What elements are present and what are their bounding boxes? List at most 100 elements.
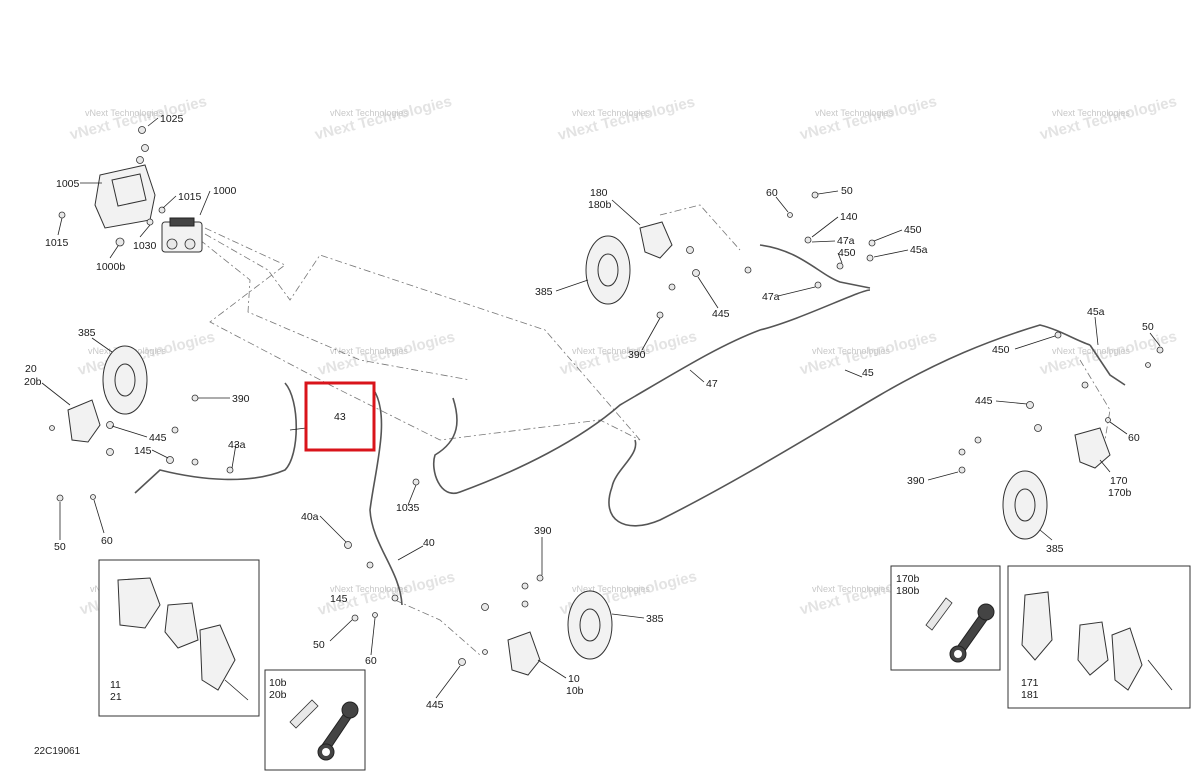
brake-line-45 — [608, 324, 1091, 527]
callout-385: 385 — [78, 327, 96, 339]
callout-47: 47 — [706, 378, 718, 390]
watermark-text: vNext Technologies — [85, 108, 163, 118]
bleeder-icon — [1156, 346, 1164, 354]
bolt-icon — [668, 283, 676, 291]
leader-line — [91, 337, 113, 353]
leader-line — [151, 449, 169, 459]
leader-line — [811, 240, 836, 243]
leader-line — [57, 217, 63, 236]
callout-50: 50 — [313, 639, 325, 651]
fitting-icon — [366, 561, 374, 569]
clip-icon — [412, 478, 420, 486]
watermark-text: vNext Technologies — [572, 584, 650, 594]
brake-line-47a — [759, 244, 871, 289]
inset-bleeder-left: 10b 20b — [264, 669, 366, 771]
brake-line-40 — [369, 391, 403, 606]
leader-line — [1014, 335, 1056, 350]
highlight-box[interactable] — [304, 381, 376, 452]
bolt-icon — [521, 582, 529, 590]
abs-module-connector — [169, 217, 195, 227]
bleeder-valve-icon — [925, 597, 953, 631]
callout-385: 385 — [535, 286, 553, 298]
brake-caliper — [67, 399, 101, 443]
fitting-icon — [191, 458, 199, 466]
callout-50: 50 — [54, 541, 66, 553]
leader-line — [775, 196, 789, 213]
fitting-icon — [344, 541, 352, 549]
callout-1025: 1025 — [160, 113, 184, 125]
reference-line — [1079, 359, 1111, 441]
washer-icon — [49, 425, 55, 431]
abs-bracket-face — [111, 173, 147, 207]
leader-line — [837, 252, 843, 264]
watermarks: vNext Technologies vNext Technologies vN… — [68, 93, 1179, 619]
bleeder-cap-icon — [977, 603, 995, 621]
watermark-text: vNext Technologies — [1052, 108, 1130, 118]
leader-line — [817, 190, 839, 195]
fitting-icon — [744, 266, 752, 274]
reference-line — [204, 227, 641, 441]
bolt-icon — [686, 246, 694, 254]
watermark-text: vNext Technologies — [330, 108, 408, 118]
callout-145: 145 — [134, 445, 152, 457]
callout-1000b: 1000b — [96, 261, 125, 273]
bolt-icon — [536, 574, 544, 582]
inset-label: 20b — [269, 689, 287, 701]
inset-label: 171 — [1021, 677, 1039, 689]
brake-disc-hub — [1014, 488, 1036, 522]
watermark-text: vNext Technologies — [1038, 93, 1179, 144]
fitting-icon — [226, 466, 234, 474]
callout-10: 10 — [568, 673, 580, 685]
callout-20: 20 — [25, 363, 37, 375]
callout-385: 385 — [646, 613, 664, 625]
brake-line-43a — [134, 382, 298, 494]
fitting-icon — [1054, 331, 1062, 339]
bolt-icon — [171, 426, 179, 434]
bolt-icon — [458, 658, 466, 666]
leader-line — [777, 286, 816, 297]
fitting-icon — [1081, 381, 1089, 389]
bleeder-valve-icon — [289, 699, 319, 729]
fitting-icon — [804, 236, 812, 244]
brake-line-47 — [433, 289, 871, 495]
bottom-brake-assembly — [458, 574, 613, 676]
bolt-icon — [1034, 424, 1042, 432]
callout-140: 140 — [840, 211, 858, 223]
watermark-text: vNext Technologies — [815, 108, 893, 118]
washer-icon — [787, 212, 793, 218]
fitting-icon — [866, 254, 874, 262]
highlighted-callout-43[interactable]: 43 — [304, 381, 376, 452]
reference-line — [199, 239, 471, 381]
inset-label: 170b — [896, 573, 920, 585]
leader-line — [329, 619, 353, 642]
watermark-text: vNext Technologies — [330, 346, 408, 356]
fitting-icon — [814, 281, 822, 289]
bleeder-icon — [811, 191, 819, 199]
callout-385: 385 — [1046, 543, 1064, 555]
callout-20b: 20b — [24, 376, 42, 388]
leader-line — [641, 317, 661, 351]
inset-bleeder-right: 170b 180b — [890, 565, 1001, 671]
callout-43[interactable]: 43 — [334, 411, 346, 423]
brake-pad — [117, 577, 161, 629]
right-brake-assembly — [958, 331, 1164, 540]
fitting-icon — [868, 239, 876, 247]
leader-line — [611, 199, 641, 226]
leader-line — [689, 369, 705, 383]
bolt-icon — [146, 218, 154, 226]
banjo-bolt-icon — [166, 456, 174, 464]
inset-label: 180b — [896, 585, 920, 597]
brake-line-45-joint — [611, 439, 637, 488]
brake-caliper — [639, 221, 673, 259]
callout-60: 60 — [365, 655, 377, 667]
brake-pad — [1077, 621, 1109, 676]
diagram-id: 22C19061 — [34, 746, 81, 757]
grommet-icon — [115, 237, 125, 247]
leader-line — [537, 659, 567, 679]
bolt-icon — [141, 144, 149, 152]
callout-40: 40 — [423, 537, 435, 549]
callout-40a: 40a — [301, 511, 319, 523]
callout-60: 60 — [101, 535, 113, 547]
leader-line — [1109, 421, 1128, 435]
